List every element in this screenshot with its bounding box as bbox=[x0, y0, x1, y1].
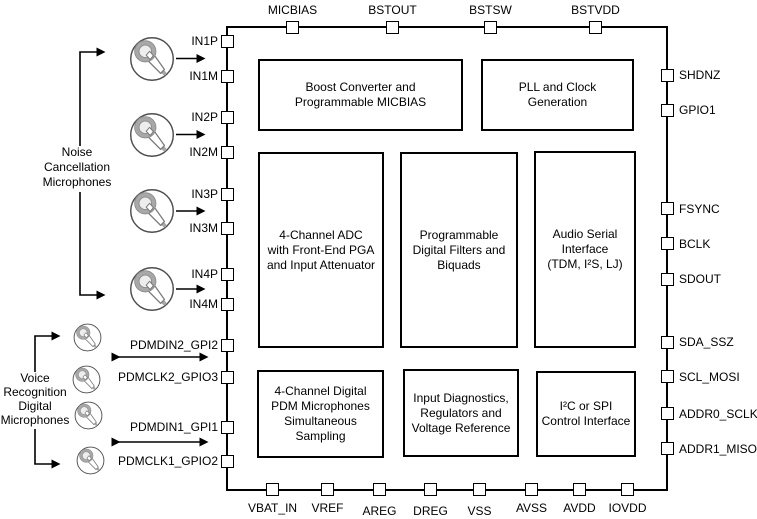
block-pll: PLL and Clock Generation bbox=[481, 59, 634, 131]
pin-label-AVSS: AVSS bbox=[515, 501, 548, 515]
pin-label-BCLK: BCLK bbox=[679, 236, 711, 251]
pin-BSTVDD bbox=[589, 20, 602, 34]
noise-bracket-bottom-arrow bbox=[79, 192, 106, 300]
block-boost: Boost Converter and Programmable MICBIAS bbox=[258, 59, 463, 131]
pin-label-BSTOUT: BSTOUT bbox=[368, 3, 417, 17]
pin-label-IN1P: IN1P bbox=[191, 34, 218, 48]
pin-label-GPIO1: GPIO1 bbox=[679, 103, 716, 117]
pin-label-PDMCLK1_GPIO2: PDMCLK1_GPIO2 bbox=[117, 454, 218, 468]
pin-label-AVDD: AVDD bbox=[563, 501, 596, 515]
pin-AREG bbox=[373, 482, 386, 496]
pin-label-IN4P: IN4P bbox=[191, 267, 218, 281]
pin-label-IN3M: IN3M bbox=[189, 221, 218, 235]
pin-BSTOUT bbox=[386, 20, 399, 34]
pin-DREG bbox=[424, 482, 437, 496]
pin-label-SCL_MOSI: SCL_MOSI bbox=[679, 369, 740, 384]
pin-label-MICBIAS: MICBIAS bbox=[267, 3, 318, 17]
pin-IN3P bbox=[220, 187, 234, 201]
pin-label-AREG: AREG bbox=[362, 504, 397, 518]
pin-label-IN4M: IN4M bbox=[189, 297, 218, 311]
pin-label-VSS: VSS bbox=[467, 504, 492, 518]
pin-IN1P bbox=[220, 34, 234, 48]
pin-ADDR0_SCLK bbox=[660, 407, 674, 420]
pin-label-PDMDIN2_GPI2: PDMDIN2_GPI2 bbox=[129, 338, 218, 352]
pin-SHDNZ bbox=[660, 68, 674, 82]
voice-recognition-microphones-label: Voice Recognition Digital Microphones bbox=[0, 371, 70, 427]
pin-VBAT_IN bbox=[266, 482, 279, 496]
block-control: I²C or SPI Control Interface bbox=[536, 371, 636, 457]
pin-IN2P bbox=[220, 110, 234, 124]
pin-label-DREG: DREG bbox=[413, 504, 448, 518]
voice-bracket-bottom-arrow bbox=[34, 429, 61, 469]
pin-label-ADDR1_MISO: ADDR1_MISO bbox=[679, 441, 757, 456]
pin-PDMCLK1_GPIO2 bbox=[220, 454, 234, 468]
pin-BCLK bbox=[660, 237, 674, 250]
pin-label-PDMDIN1_GPI1: PDMDIN1_GPI1 bbox=[129, 420, 218, 434]
pin-BSTSW bbox=[484, 20, 497, 34]
pin-IN2M bbox=[220, 145, 234, 159]
pin-label-BSTSW: BSTSW bbox=[469, 3, 512, 17]
pin-PDMDIN2_GPI2 bbox=[220, 338, 234, 352]
pin-label-FSYNC: FSYNC bbox=[679, 201, 720, 216]
pin-AVDD bbox=[573, 482, 586, 496]
noise-cancellation-microphones-label: Noise Cancellation Microphones bbox=[42, 145, 112, 189]
pin-IN1M bbox=[220, 69, 234, 83]
pin-label-IN2P: IN2P bbox=[191, 110, 218, 124]
pin-VREF bbox=[321, 482, 334, 496]
pin-label-BSTVDD: BSTVDD bbox=[571, 3, 620, 17]
pin-label-ADDR0_SCLK: ADDR0_SCLK bbox=[679, 406, 757, 421]
pin-label-IN3P: IN3P bbox=[191, 187, 218, 201]
pin-SDOUT bbox=[660, 272, 674, 286]
pin-GPIO1 bbox=[660, 103, 674, 117]
block-asi: Audio Serial Interface (TDM, I²S, LJ) bbox=[534, 151, 636, 348]
pin-SDA_SSZ bbox=[660, 335, 674, 349]
pin-PDMCLK2_GPIO3 bbox=[220, 370, 234, 384]
block-adc: 4-Channel ADC with Front-End PGA and Inp… bbox=[258, 152, 384, 348]
pin-SCL_MOSI bbox=[660, 370, 674, 383]
pin-label-VREF: VREF bbox=[311, 501, 344, 515]
pin-MICBIAS bbox=[286, 20, 299, 34]
pin-label-IN1M: IN1M bbox=[189, 69, 218, 83]
pin-label-PDMCLK2_GPIO3: PDMCLK2_GPIO3 bbox=[117, 370, 218, 384]
pin-label-VBAT_IN: VBAT_IN bbox=[247, 501, 298, 515]
pin-IOVDD bbox=[621, 482, 634, 496]
noise-bracket-top-arrow bbox=[79, 47, 106, 146]
pin-label-IN2M: IN2M bbox=[189, 145, 218, 159]
pin-AVSS bbox=[525, 482, 538, 496]
pin-label-SDOUT: SDOUT bbox=[679, 272, 721, 286]
pin-label-SHDNZ: SHDNZ bbox=[679, 68, 721, 82]
block-pdm: 4-Channel Digital PDM Microphones Simult… bbox=[257, 370, 384, 458]
pin-VSS bbox=[473, 482, 486, 496]
pin-PDMDIN1_GPI1 bbox=[220, 420, 234, 434]
pin-IN4P bbox=[220, 267, 234, 281]
pin-IN3M bbox=[220, 221, 234, 235]
pin-IN4M bbox=[220, 297, 234, 311]
voice-bracket-top-arrow bbox=[34, 331, 61, 372]
pin-FSYNC bbox=[660, 202, 674, 215]
block-filters: Programmable Digital Filters and Biquads bbox=[400, 152, 518, 348]
block-diag: Input Diagnostics, Regulators and Voltag… bbox=[403, 369, 519, 457]
pin-ADDR1_MISO bbox=[660, 442, 674, 455]
pin-label-IOVDD: IOVDD bbox=[608, 501, 647, 515]
pin-label-SDA_SSZ: SDA_SSZ bbox=[679, 335, 734, 349]
